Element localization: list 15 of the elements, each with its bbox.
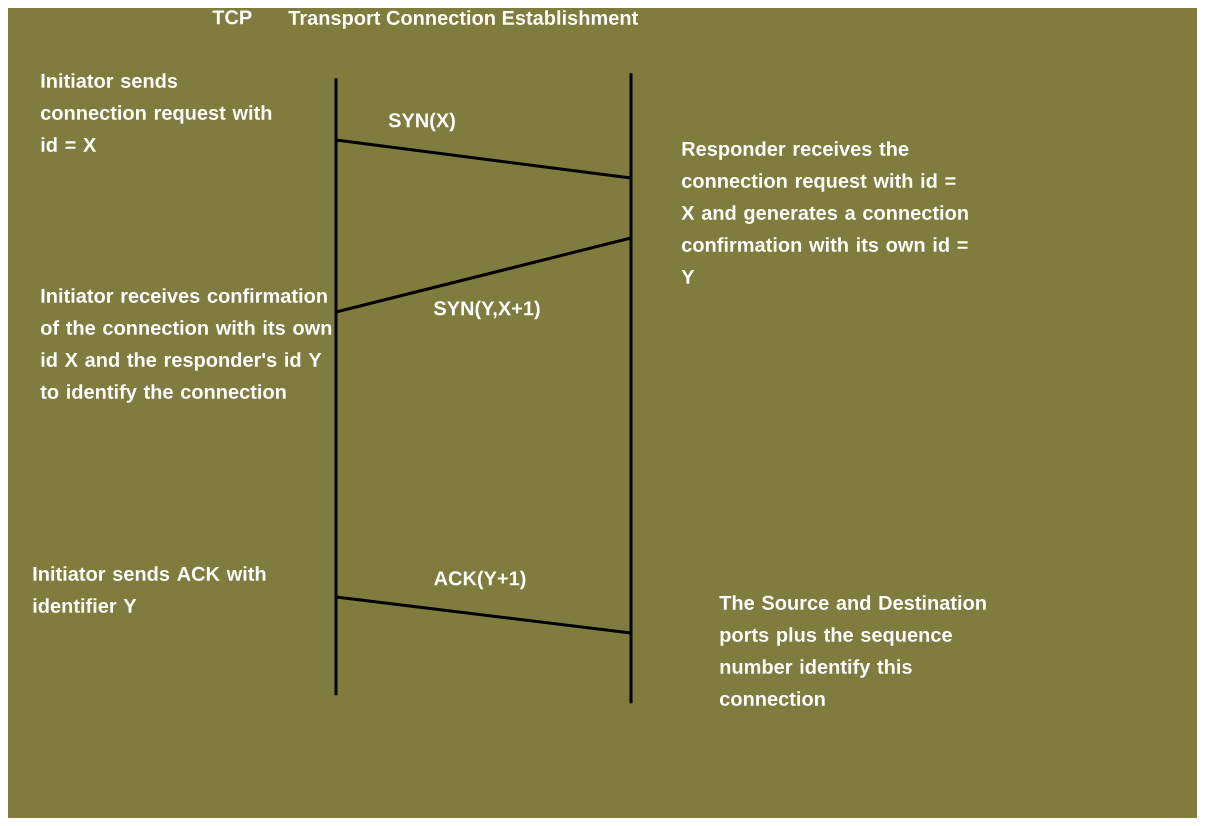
message-line [335,236,632,314]
note-text: Initiator receives confirmation of the connection with its own id X and the responder's id Y to identify the connection [40,288,332,403]
note-text: Responder receives the connection request with id = X and generates a connection confirmation with its own id = Y [681,141,968,284]
edge-label: SYN(Y,X+1) [433,300,540,320]
title: Transport Connection Establishment [288,10,638,29]
note-text: The Source and Destination ports plus the sequence number identify this connection [719,595,986,706]
edge-label: SYN(X) [388,112,455,132]
edge-label: ACK(Y+1) [434,570,526,590]
note-text: Initiator sends connection request with id = X [41,73,272,152]
note-text: TCP [212,10,252,25]
note-text: Initiator sends ACK with identifier Y [33,566,266,613]
message-line [335,138,632,180]
lifeline [629,73,633,704]
lifeline [334,78,338,696]
message-line [335,595,632,635]
